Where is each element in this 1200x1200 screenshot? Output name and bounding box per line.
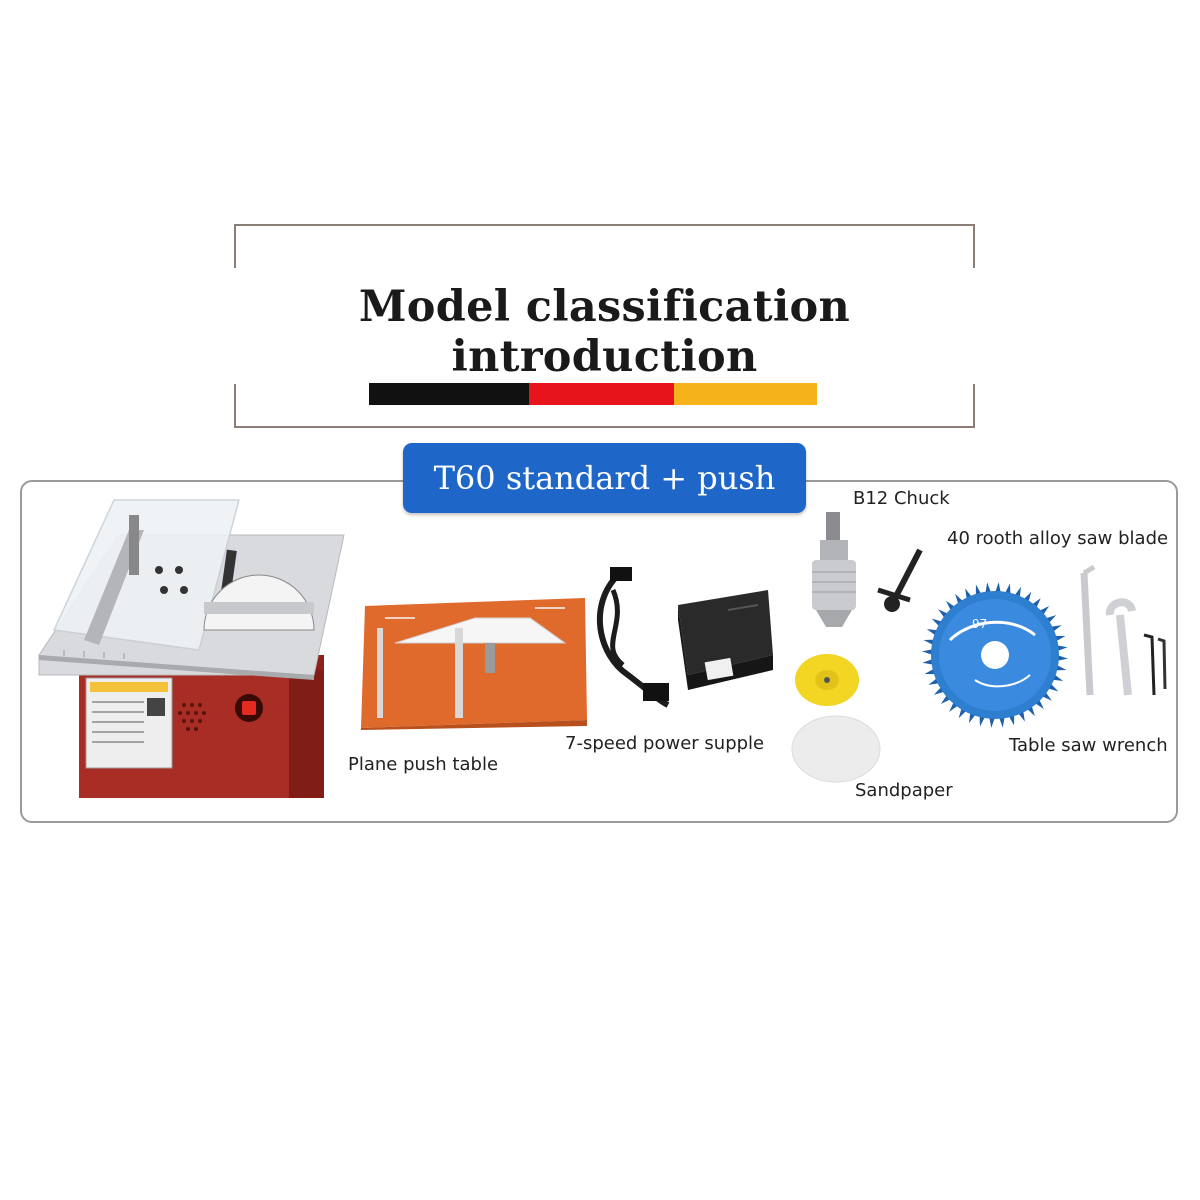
label-plane-push-table: Plane push table [348,754,499,775]
flag-stripe-black [369,383,529,405]
saw-blade-tooth [995,582,1001,594]
saw-blade-tooth [1056,645,1068,652]
svg-text:97: 97 [972,617,987,631]
saw-blade-tooth [989,716,995,728]
power-supply-image [596,567,773,708]
push-table-image [361,598,587,730]
table-saw-image [38,499,345,798]
label-table-saw-wrench: Table saw wrench [1009,735,1168,756]
flag-stripe-gold [674,383,817,405]
header-frame-bottom [234,384,975,428]
saw-blade-tooth [922,649,934,655]
saw-blade-tooth [998,716,1005,728]
chuck-image [812,512,923,627]
flag-stripe [369,383,817,405]
saw-blade-image: 97 [922,582,1068,728]
saw-blade-tooth [1056,655,1068,661]
wrench-image [1080,565,1167,696]
sandpaper-image [791,715,881,783]
label-b12-chuck: B12 Chuck [853,488,950,509]
polishing-pad-image [795,654,859,706]
label-saw-blade: 40 rooth alloy saw blade [947,528,1169,549]
header-frame-top [234,224,975,268]
saw-blade-tooth [922,658,934,665]
label-sandpaper: Sandpaper [855,780,953,801]
saw-blade-tooth [985,582,992,594]
model-badge: T60 standard + push table [403,443,806,567]
label-power-supply: 7-speed power supple [565,733,765,754]
page-title: Model classification introduction [358,282,851,382]
flag-stripe-red [529,383,674,405]
